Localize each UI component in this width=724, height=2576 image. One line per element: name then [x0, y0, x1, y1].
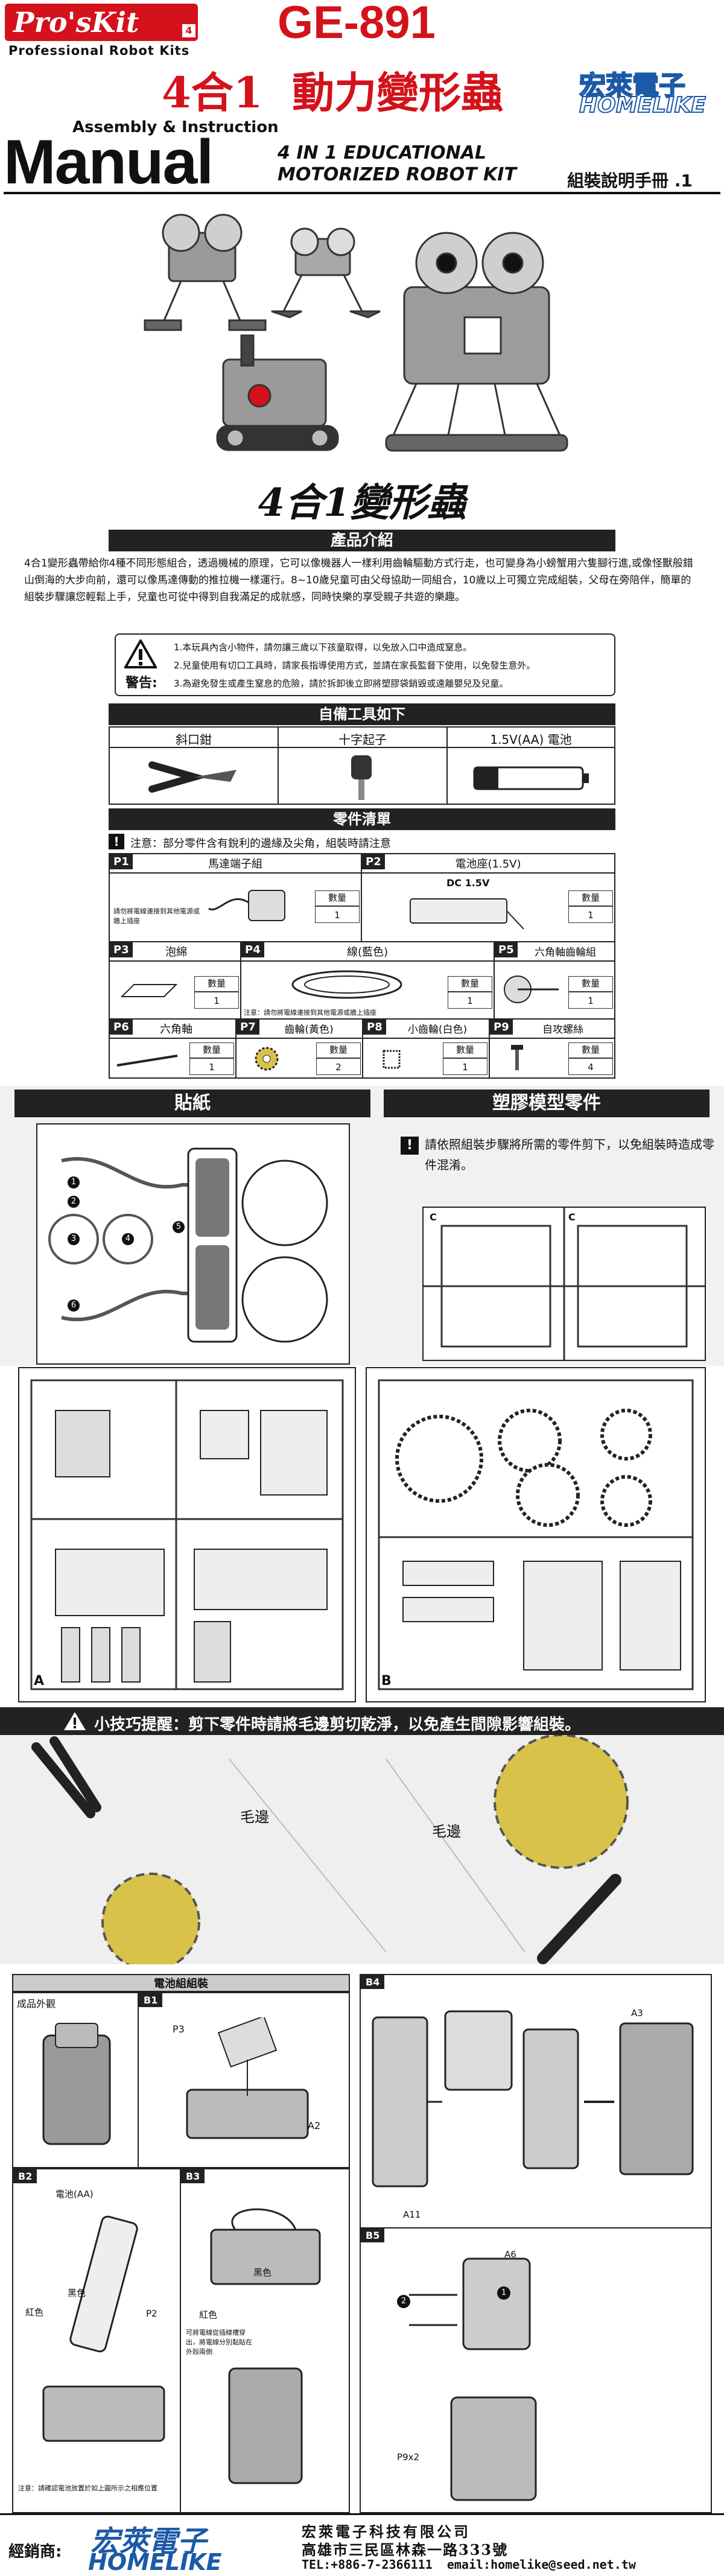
plastic-note: ! 請依照組裝步驟將所需的零件剪下，以免組裝時造成零件混淆。 [401, 1134, 714, 1188]
exclamation-icon: ! [401, 1137, 419, 1155]
warning-icon [124, 639, 157, 668]
tip-bar: 小技巧提醒：剪下零件時請將毛邊剪切乾淨，以免產生間隙影響組裝。 [0, 1707, 724, 1735]
sticker-sheet: 1 2 3 4 5 6 [36, 1123, 350, 1365]
warning-box: 警告: 1.本玩具內含小物件，請勿讓三歲以下孩童取得，以免放入口中造成窒息。 2… [115, 633, 615, 696]
part-p8: P8 小齒輪(白色) 數量 1 [362, 1018, 490, 1079]
part-p7: P7 齒輪(黃色) 數量 2 [235, 1018, 363, 1079]
assembly-label: Assembly & Instruction [72, 118, 279, 136]
manual-cn: 組裝說明手冊 .1 [567, 171, 693, 191]
sprue-b: B [366, 1367, 706, 1702]
step-b4: B4 A3 A11 [360, 1974, 712, 2229]
part-p6: P6 六角軸 數量 1 [109, 1018, 237, 1079]
part-p3: P3 泡綿 數量 1 [109, 941, 241, 1020]
part-p1: P1 馬達端子組 請勿將電線連接到其他電源或牆上插座 數量 1 [109, 853, 362, 942]
tool-screwdriver-label: 十字起子 [338, 732, 387, 747]
footer-logo-cn: 宏萊電子 [91, 2525, 207, 2559]
warning-line-2: 2.兒童使用有切口工具時，請家長指導使用方式，並請在家長監督下使用，以免發生意外… [174, 660, 536, 671]
brand-logo: Pro'sKit 4 Professional Robot Kits [5, 4, 204, 64]
hex-shaft-icon [116, 1055, 178, 1067]
part-p5: P5 六角軸齒輪組 數量 1 [494, 941, 615, 1020]
parts-note: ! 注意：部分零件含有銳利的邊緣及尖角，組裝時請注意 [109, 833, 615, 852]
cutter-icon [148, 761, 237, 793]
wire-icon [291, 970, 402, 999]
small-gear-icon [383, 1050, 401, 1069]
warning-icon [64, 1712, 86, 1730]
model-number: GE-891 [278, 0, 436, 48]
frame-c: C C [422, 1207, 706, 1361]
warning-line-1: 1.本玩具內含小物件，請勿讓三歲以下孩童取得，以免放入口中造成窒息。 [174, 642, 472, 653]
hex-gear-icon [504, 976, 559, 1003]
footer-address: 高雄市三民區林森一路333號 [302, 2541, 509, 2559]
yellow-gear-icon [255, 1047, 279, 1071]
intro-paragraph: 4合1變形蟲帶給你4種不同形態組合，透過機械的原理，它可以像機器人一樣利用齒輪驅… [24, 557, 693, 603]
sticker-marker-2: 2 [68, 1196, 80, 1208]
tools-heading: 自備工具如下 [109, 703, 615, 725]
footer-company: 宏萊電子科技有限公司 [302, 2523, 471, 2540]
homelike-badge: 宏萊電子 HOMELIKE [579, 70, 707, 118]
manual-word: Manual [4, 127, 214, 197]
brand-name: Pro'sKit [13, 6, 139, 39]
sticker-marker-1: 1 [68, 1176, 80, 1188]
battery-icon [473, 766, 589, 790]
sticker-marker-3: 3 [68, 1233, 80, 1245]
motor-terminal-icon [208, 890, 285, 921]
parts-heading: 零件清單 [109, 808, 615, 830]
warning-label: 警告: [125, 676, 157, 691]
part-p9: P9 自攻螺絲 數量 4 [489, 1018, 615, 1079]
tool-cutter-label: 斜口鉗 [176, 732, 212, 747]
screw-icon [511, 1045, 523, 1070]
sticker-marker-6: 6 [68, 1299, 80, 1312]
kit-subtitle-2: MOTORIZED ROBOT KIT [278, 164, 516, 185]
burr-label-1: 毛邊 [240, 1809, 269, 1826]
sprue-a: A [18, 1367, 356, 1702]
battery-holder-icon [410, 898, 524, 930]
warning-line-3: 3.為避免發生或產生窒息的危險，請於拆卸後立即將塑膠袋銷毀或遠離嬰兒及兒童。 [174, 678, 509, 689]
footer: 經銷商: 宏萊電子 HOMELIKE 宏萊電子科技有限公司 高雄市三民區林森一路… [0, 2513, 724, 2576]
tool-battery-label: 1.5V(AA) 電池 [490, 732, 572, 747]
screwdriver-icon [351, 755, 372, 800]
foam-icon [120, 984, 178, 997]
product-title-cn: 4合1 動力變形蟲 [162, 68, 504, 118]
battery-section: 電池組組裝 成品外觀 B1 P3 A2 B2 電池(AA) 紅色 黑色 P2 注… [12, 1974, 712, 2513]
tip-illustration: 毛邊 毛邊 [0, 1735, 724, 1964]
battery-finished-panel: 成品外觀 [12, 1992, 139, 2168]
burr-label-2: 毛邊 [432, 1823, 461, 1840]
kit-subtitle-1: 4 IN 1 EDUCATIONAL [278, 142, 487, 163]
dealer-label: 經銷商: [8, 2543, 62, 2561]
plastic-heading: 塑膠模型零件 [384, 1090, 710, 1117]
exclamation-icon: ! [109, 834, 124, 849]
tools-table: 斜口鉗 十字起子 1.5V(AA) 電池 [109, 726, 615, 805]
footer-contact: TEL:+886-7-2366111 email:homelike@seed.n… [302, 2557, 636, 2572]
sticker-marker-5: 5 [173, 1221, 185, 1233]
sticker-marker-4: 4 [122, 1233, 134, 1245]
step-b5: B5 A6 P9x2 1 2 [360, 2227, 712, 2513]
intro-heading: 產品介紹 [109, 530, 615, 551]
footer-logo-en: HOMELIKE [88, 2549, 222, 2575]
big-title: 4合1變形蟲 [258, 480, 466, 525]
battery-heading: 電池組組裝 [12, 1974, 350, 1992]
robots-illustration [144, 214, 568, 452]
sticker-heading: 貼紙 [14, 1090, 370, 1117]
part-p4: P4 線(藍色) 注意：請勿將電線連接到其他電源或牆上插座 數量 1 [240, 941, 495, 1020]
sticker-drawing [48, 1147, 328, 1343]
part-p2: P2 電池座(1.5V) DC 1.5V 數量 1 [361, 853, 615, 942]
step-b3: B3 黑色 紅色 可將電線從插線槽穿出，將電線分別黏貼在外殼兩側 [180, 2168, 350, 2513]
brand-subtitle: Professional Robot Kits [8, 43, 190, 58]
step-b1: B1 P3 A2 [138, 1992, 350, 2168]
step-b2: B2 電池(AA) 紅色 黑色 P2 注意：請確認電池放置於如上圖所示之相應位置 [12, 2168, 181, 2513]
